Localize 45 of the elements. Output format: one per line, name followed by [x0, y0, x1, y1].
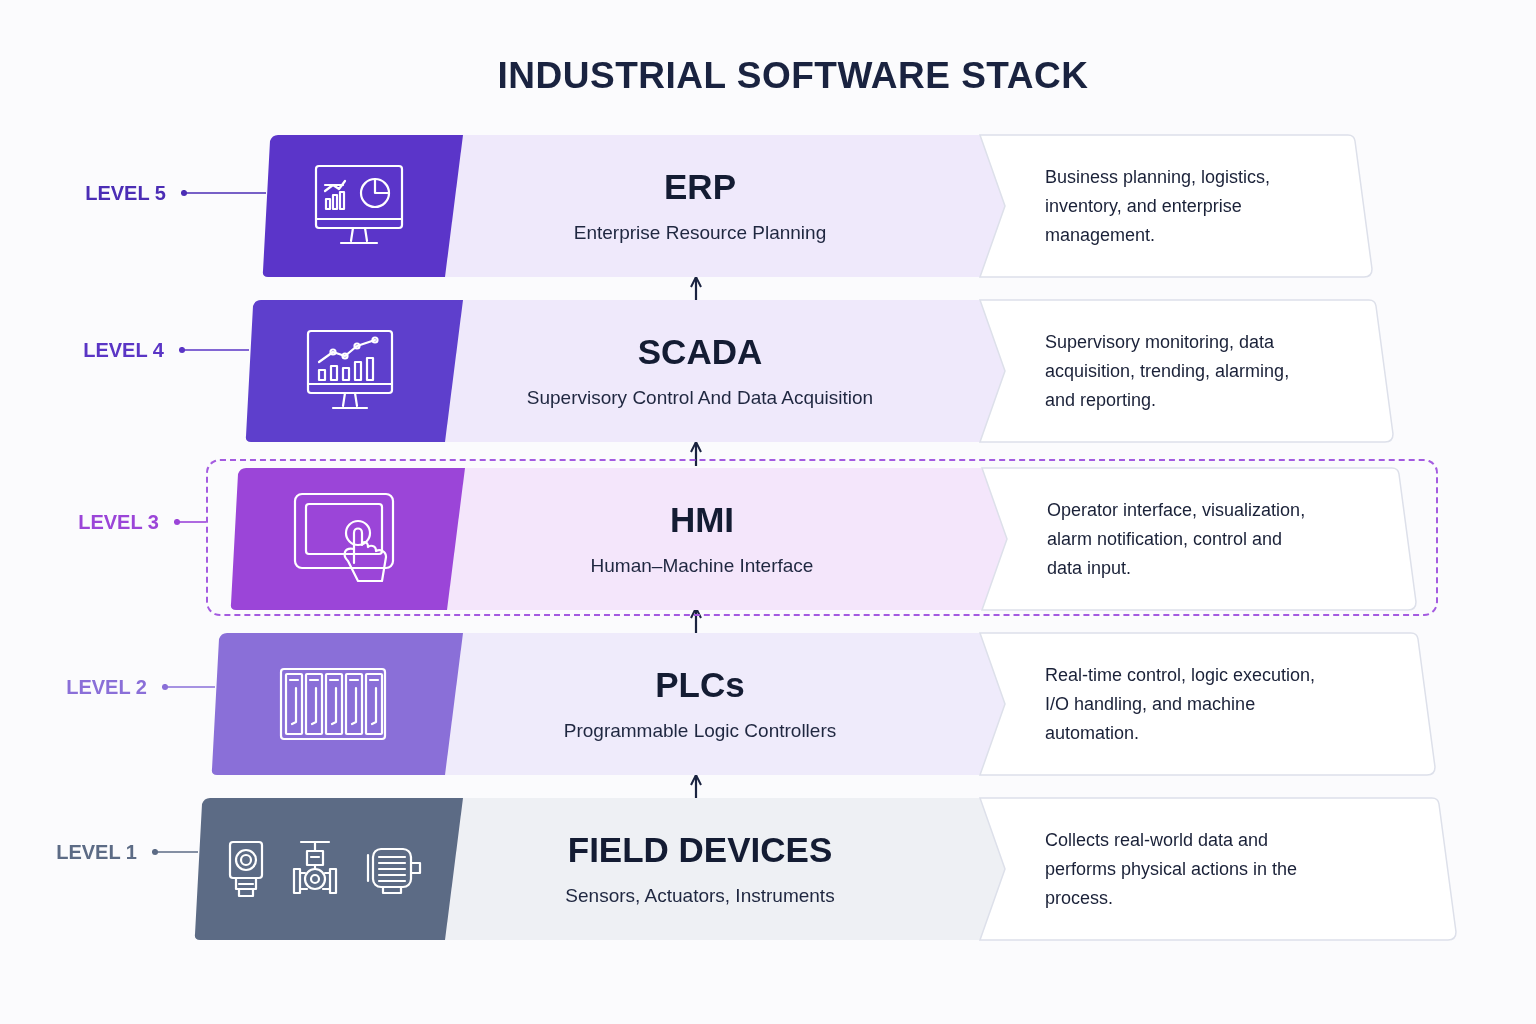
- layer-title: PLCs: [655, 663, 745, 706]
- leader-line: [161, 683, 216, 691]
- arrow: [690, 276, 702, 300]
- layer-banner: [447, 468, 1009, 610]
- description-text: Operator interface, visualization, alarm notification, control and data input.: [1047, 498, 1307, 580]
- description-text: Real-time control, logic execution, I/O handling, and machine automation.: [1045, 663, 1317, 745]
- layer-subtitle: Supervisory Control And Data Acquisition: [526, 385, 874, 410]
- description-text: Business planning, logistics, inventory, and enterprise management.: [1045, 165, 1272, 247]
- level-label: LEVEL 4: [83, 338, 164, 363]
- description-card: [982, 468, 1416, 610]
- diagram-title: INDUSTRIAL SOFTWARE STACK: [496, 54, 1090, 98]
- leader-line: [178, 346, 250, 354]
- layer-title: HMI: [669, 498, 735, 541]
- layer-title: ERP: [664, 165, 736, 208]
- icon-panel: [211, 633, 465, 775]
- description-card: [980, 300, 1393, 442]
- layer-banner: [445, 135, 1007, 277]
- description-card: [980, 135, 1372, 277]
- icon-panel: [230, 468, 467, 610]
- level-label: LEVEL 5: [85, 181, 166, 206]
- layer-subtitle: Enterprise Resource Planning: [573, 220, 827, 245]
- icon-panel: [262, 135, 465, 277]
- leader-line: [173, 518, 207, 526]
- level-label: LEVEL 1: [56, 840, 137, 865]
- layer-subtitle: Human–Machine Interface: [590, 553, 814, 578]
- arrow: [690, 774, 702, 798]
- layer-title: FIELD DEVICES: [567, 828, 833, 871]
- description-card: [980, 798, 1456, 940]
- description-card: [980, 633, 1435, 775]
- description-text: Collects real-world data and performs physical actions in the process.: [1045, 828, 1299, 910]
- layer-banner: [445, 633, 1007, 775]
- leader-line: [180, 189, 267, 197]
- layer-title: SCADA: [637, 330, 763, 373]
- level-label: LEVEL 2: [66, 675, 147, 700]
- level-label: LEVEL 3: [78, 510, 159, 535]
- icon-panel: [245, 300, 465, 442]
- layer-subtitle: Programmable Logic Controllers: [563, 718, 837, 743]
- highlight-frame: [206, 459, 1438, 616]
- leader-line: [151, 848, 199, 856]
- icon-panel: [194, 798, 465, 940]
- layer-subtitle: Sensors, Actuators, Instruments: [565, 883, 835, 908]
- description-text: Supervisory monitoring, data acquisition, trending, alarming, and reporting.: [1045, 330, 1291, 412]
- arrow: [690, 441, 702, 466]
- layer-banner: [445, 798, 1007, 940]
- layer-banner: [445, 300, 1007, 442]
